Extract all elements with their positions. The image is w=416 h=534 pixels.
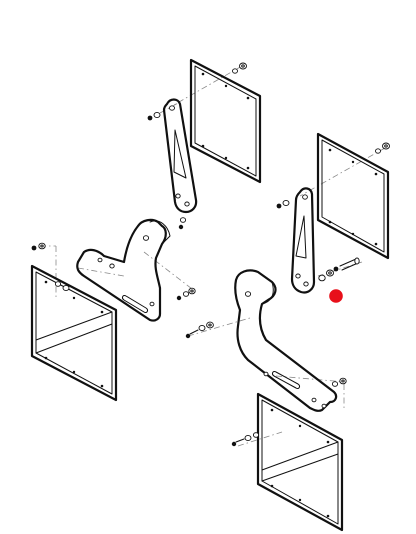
bracket-left-plate: [76, 218, 171, 322]
mirror-top: [189, 58, 262, 184]
fastener-set-center-right: [331, 377, 347, 387]
fastener-set-right-lower: [318, 257, 360, 282]
fastener-set-bottom: [231, 432, 260, 447]
highlighted-part-marker[interactable]: [329, 289, 343, 303]
fastener-set-center-left: [185, 321, 214, 339]
bracket-center-lower: [234, 269, 338, 412]
bracket-top-arm: [162, 98, 198, 230]
fastener-set-left-bracket: [176, 287, 196, 301]
mirror-bottom: [256, 392, 344, 532]
fastener-set-right-top: [276, 142, 390, 209]
mirror-right: [316, 132, 390, 260]
mirror-left: [30, 264, 118, 402]
fastener-set-top: [147, 62, 247, 121]
assembly-centerlines: [40, 65, 386, 447]
bracket-right-arm: [290, 187, 316, 294]
fastener-set-left-mirror: [31, 242, 70, 292]
